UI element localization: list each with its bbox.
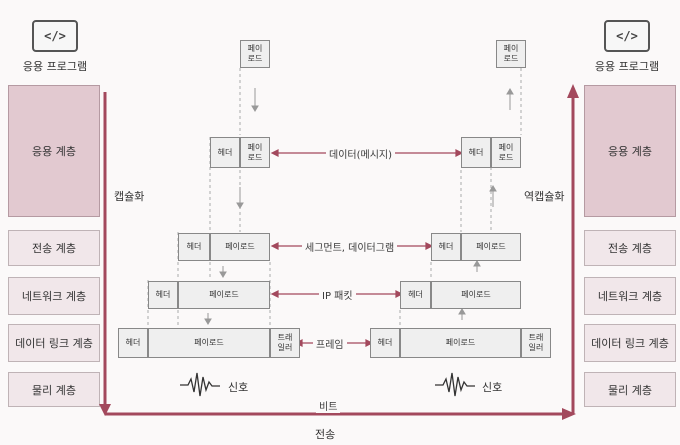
right-transport-header: 헤더 [461, 137, 491, 168]
right-frame-payload: 페이로드 [400, 328, 521, 358]
left-signal-label: 신호 [228, 381, 249, 394]
transmission-label: 전송 [315, 428, 336, 441]
right-layer-physical: 물리 계층 [584, 372, 676, 407]
left-frame-trailer: 트래 일러 [270, 328, 300, 358]
left-layer-physical: 물리 계층 [8, 372, 100, 407]
right-app-payload: 페이 로드 [496, 40, 526, 68]
left-signal-wave [180, 372, 220, 397]
left-transport-header: 헤더 [210, 137, 240, 168]
left-transport-payload: 페이 로드 [240, 137, 270, 168]
physical-pdu-label: 비트 [316, 398, 341, 413]
left-layer-network: 네트워크 계층 [8, 277, 100, 315]
left-datalink-header: 헤더 [148, 281, 178, 309]
left-layer-transport: 전송 계층 [8, 230, 100, 266]
right-network-header: 헤더 [431, 233, 461, 261]
right-datalink-payload: 페이로드 [431, 281, 521, 309]
transport-pdu-label: 세그먼트, 데이터그램 [302, 239, 398, 254]
datalink-pdu-label: 프레임 [313, 336, 347, 351]
right-network-payload: 페이로드 [461, 233, 521, 261]
left-network-payload: 페이로드 [210, 233, 270, 261]
network-pdu-label: IP 패킷 [319, 287, 356, 302]
left-datalink-payload: 페이로드 [178, 281, 270, 309]
right-app-code-icon: </> [604, 20, 650, 52]
left-network-header: 헤더 [178, 233, 210, 261]
right-signal-wave [435, 372, 475, 397]
left-app-code-icon: </> [32, 20, 78, 52]
right-layer-transport: 전송 계층 [584, 230, 676, 266]
right-signal-label: 신호 [482, 381, 503, 394]
left-frame-payload: 페이로드 [148, 328, 270, 358]
right-frame-trailer: 트래 일러 [521, 328, 551, 358]
right-layer-application: 응용 계층 [584, 85, 676, 217]
right-transport-payload: 페이 로드 [491, 137, 521, 168]
left-layer-datalink: 데이터 링크 계층 [8, 324, 100, 362]
application-pdu-label: 데이터(메시지) [326, 146, 396, 161]
right-layer-network: 네트워크 계층 [584, 277, 676, 315]
left-app-payload: 페이 로드 [240, 40, 270, 68]
encapsulation-label: 캡슐화 [114, 190, 145, 203]
right-layer-datalink: 데이터 링크 계층 [584, 324, 676, 362]
right-app-label: 응용 프로그램 [594, 60, 660, 73]
left-layer-application: 응용 계층 [8, 85, 100, 217]
right-frame-header: 헤더 [370, 328, 400, 358]
right-datalink-header: 헤더 [400, 281, 431, 309]
left-app-label: 응용 프로그램 [22, 60, 88, 73]
decapsulation-label: 역캡슐화 [524, 190, 565, 203]
left-frame-header: 헤더 [118, 328, 148, 358]
